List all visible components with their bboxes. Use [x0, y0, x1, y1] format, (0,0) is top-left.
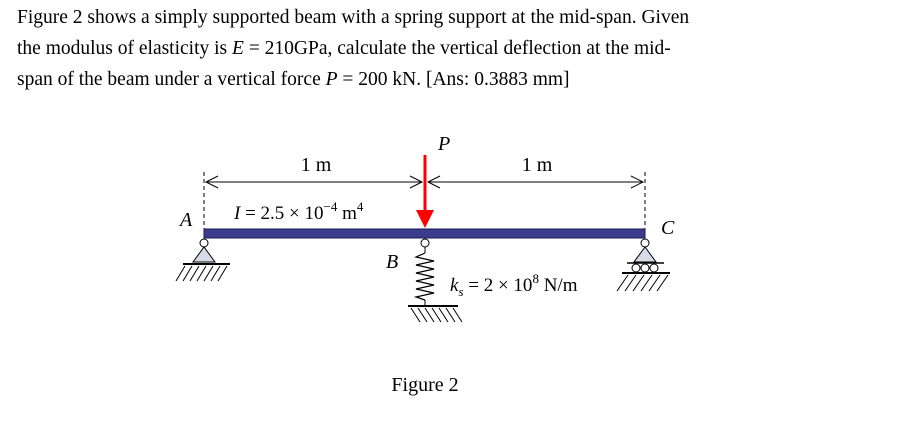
span-left-label: 1 m — [301, 154, 332, 176]
span-right-label: 1 m — [522, 154, 553, 176]
load-label: P — [437, 133, 450, 155]
spring-label: ks = 2 × 108 N/m — [450, 271, 578, 299]
modulus-symbol: E — [232, 38, 244, 59]
problem-text: = 210GPa, calculate the vertical deflect… — [243, 38, 671, 59]
beam — [203, 228, 646, 239]
point-b-label: B — [386, 251, 398, 273]
roller-support-c — [616, 238, 670, 292]
problem-statement: Figure 2 shows a simply supported beam w… — [17, 2, 907, 95]
pin-support-a — [175, 238, 230, 282]
figure-caption: Figure 2 — [391, 374, 458, 396]
load-arrow — [416, 155, 434, 228]
dimension-left — [204, 175, 424, 189]
problem-text: Figure 2 shows a simply supported beam w… — [17, 7, 690, 28]
point-a-label: A — [178, 209, 193, 231]
problem-line-2: the modulus of elasticity is E = 210GPa,… — [17, 33, 907, 64]
inertia-label: I = 2.5 × 10−4 m4 — [233, 199, 364, 224]
problem-text: span of the beam under a vertical force — [17, 69, 326, 90]
spring-support-b — [408, 238, 463, 323]
problem-text: the modulus of elasticity is — [17, 38, 233, 59]
point-c-label: C — [661, 217, 675, 239]
force-symbol: P — [325, 69, 338, 90]
problem-line-3: span of the beam under a vertical force … — [17, 64, 907, 95]
problem-text: = 200 kN. [Ans: 0.3883 mm] — [337, 69, 570, 90]
problem-line-1: Figure 2 shows a simply supported beam w… — [17, 2, 907, 33]
dimension-right — [426, 175, 645, 189]
